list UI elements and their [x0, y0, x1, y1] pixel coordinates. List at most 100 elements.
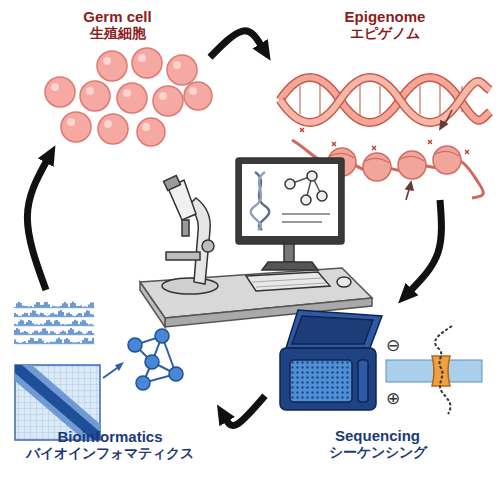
- sequencer-device: [280, 310, 382, 410]
- polarity-sign: ⊖: [386, 337, 400, 354]
- microscope-part: [164, 176, 181, 191]
- dna-helix-part: [280, 78, 490, 123]
- cell-highlights-part: [138, 54, 146, 62]
- cell-highlights-part: [189, 87, 197, 95]
- stage-text: Bioinformatics: [57, 428, 162, 445]
- stage-node: Sequencingシーケンシング: [265, 305, 490, 470]
- stage-text: バイオインフォマティクス: [26, 446, 194, 461]
- chromatin-fiber-part: [406, 110, 452, 200]
- network-graph-part: [128, 329, 183, 390]
- germ-cells-part: [137, 118, 165, 146]
- sequencer-device-part: [358, 360, 368, 402]
- cycle-arrow: [27, 160, 47, 290]
- germ-cells-part: [80, 81, 110, 111]
- germ-cells-part: [98, 114, 128, 144]
- cell-highlights-part: [103, 57, 111, 65]
- computer-monitor-part: [282, 214, 330, 222]
- stage-title-ja: 生殖細胞: [25, 26, 210, 42]
- track-baseline: [15, 317, 95, 318]
- track-baseline: [15, 326, 95, 327]
- stage-title-ja: バイオインフォマティクス: [10, 446, 210, 462]
- stage-title: Sequencing: [265, 427, 490, 444]
- chromatin-fiber-part-part: [330, 151, 459, 163]
- nanopore-membrane-part: [435, 326, 452, 414]
- sequencer-device-part: [292, 316, 373, 344]
- computer-monitor-part: [317, 191, 327, 201]
- computer-monitor-part: [251, 172, 265, 230]
- cell-highlights-part: [86, 87, 94, 95]
- network-graph-part-part: [155, 329, 169, 343]
- cell-highlights-part: [159, 92, 167, 100]
- germ-cells-part: [61, 112, 91, 142]
- sequencer-device-part: [280, 348, 376, 410]
- germ-cells-part: [153, 86, 183, 116]
- network-graph-part-part: [136, 376, 150, 390]
- stage-title: Germ cell: [25, 8, 210, 25]
- stage-text: Epigenome: [345, 8, 426, 25]
- microscope-part: [182, 220, 189, 236]
- network-graph-part-part: [145, 355, 159, 369]
- cell-highlights-part: [51, 83, 59, 91]
- sequencer-device-part: [290, 360, 352, 402]
- lab-desk-part: [140, 282, 165, 327]
- chromatin-fiber-part-part: [300, 128, 469, 154]
- stage-text: Germ cell: [83, 8, 151, 25]
- stage-title: Bioinformatics: [10, 428, 210, 445]
- sequencer-device-part: [286, 310, 382, 348]
- track-bars: [15, 310, 93, 317]
- dna-helix-part: [280, 78, 490, 123]
- stage-text: シーケンシング: [329, 445, 427, 460]
- computer-monitor-part: [284, 242, 294, 262]
- network-graph-part: [115, 362, 124, 371]
- computer-monitor-part: [242, 164, 338, 236]
- stage-title-ja: シーケンシング: [265, 445, 490, 461]
- track-baseline: [15, 335, 95, 336]
- cell-highlights-part: [142, 123, 150, 131]
- cell-highlights-part: [123, 89, 131, 97]
- stage-node: Epigenomeエピゲノム: [275, 4, 495, 200]
- germ-cells-part: [97, 51, 127, 81]
- chromatin-fiber-part: [300, 128, 469, 154]
- microscope: [162, 176, 218, 294]
- dna-helix-part: [280, 78, 490, 123]
- germ-cells-part: [184, 82, 212, 110]
- microscope-part: [162, 278, 218, 294]
- chromatin-fiber-part-part: [363, 153, 391, 181]
- track-baseline: [15, 344, 95, 345]
- computer-monitor-part: [236, 158, 344, 244]
- track-bars: [15, 302, 93, 309]
- nanopore-membrane: [386, 326, 482, 414]
- chromatin-fiber-part-part: [406, 182, 413, 190]
- chromatin-fiber-part-part: [440, 121, 447, 129]
- stage-node: Bioinformaticsバイオインフォマティクス: [10, 290, 210, 470]
- dna-helix: [280, 78, 490, 123]
- microscope-part: [166, 252, 200, 260]
- dna-helix-part: [280, 78, 490, 123]
- computer-monitor: [236, 158, 351, 291]
- network-graph-part-part: [169, 367, 183, 381]
- germ-cells-part: [117, 83, 147, 113]
- track-bars: [15, 328, 93, 335]
- microscope-part: [202, 240, 214, 252]
- stage-text: Sequencing: [335, 427, 420, 444]
- computer-monitor-part: [262, 262, 318, 270]
- stage-title-ja: エピゲノム: [275, 26, 495, 42]
- cell-highlights-part: [173, 61, 181, 69]
- germ-cells-part: [45, 77, 75, 107]
- chromatin-fiber-part: [328, 146, 461, 181]
- stage-text: 生殖細胞: [90, 26, 146, 41]
- track-baseline: [15, 308, 95, 309]
- computer-monitor-part: [246, 272, 330, 291]
- cycle-arrow: [226, 396, 265, 426]
- network-graph-part-part: [128, 338, 142, 352]
- track-bars: [15, 320, 93, 326]
- track-bars: [15, 338, 93, 345]
- computer-monitor-part: [307, 171, 317, 181]
- cycle-arrow: [410, 200, 441, 291]
- chromatin-fiber-part-part: [398, 151, 426, 179]
